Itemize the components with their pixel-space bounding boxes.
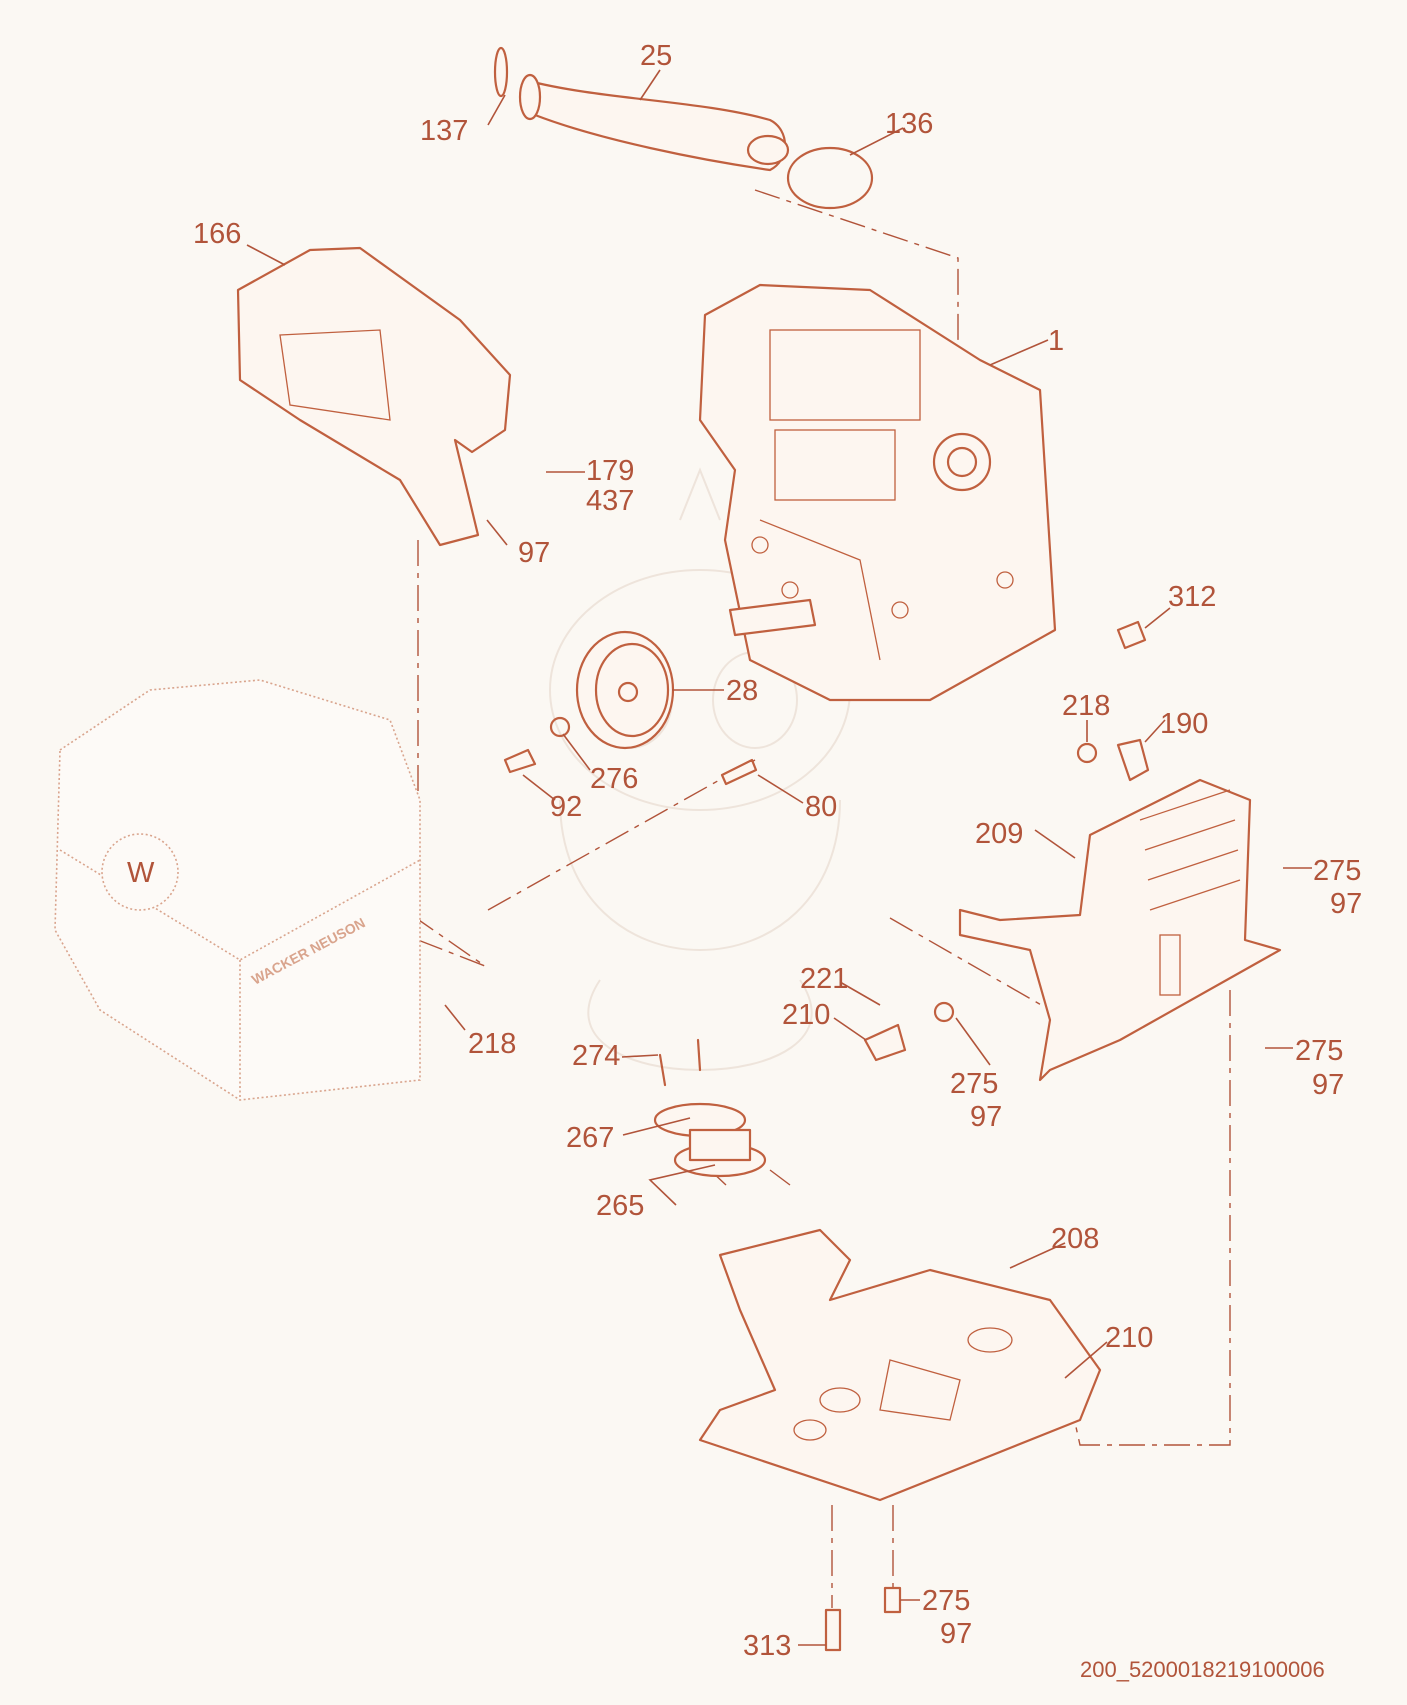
callout-210-bracket: 210 <box>782 999 830 1031</box>
callout-312: 312 <box>1168 581 1216 613</box>
belt-guard <box>958 778 1282 1082</box>
callout-97-guard-bottom: 97 <box>1312 1069 1344 1101</box>
callout-275-guard-top: 275 <box>1313 855 1361 887</box>
callout-136: 136 <box>885 108 933 140</box>
engine-assembly <box>698 283 1057 702</box>
callout-labels: 25 137 136 166 1 179 437 97 312 28 276 9… <box>193 40 1362 1662</box>
air-shroud <box>236 246 512 547</box>
callout-276: 276 <box>590 763 638 795</box>
base-plate <box>698 1228 1102 1502</box>
callout-313: 313 <box>743 1630 791 1662</box>
callout-1: 1 <box>1048 325 1064 357</box>
callout-97-guard-top: 97 <box>1330 888 1362 920</box>
callout-137: 137 <box>420 115 468 147</box>
drive-pulley <box>575 630 675 750</box>
callout-275-bracket: 275 <box>950 1068 998 1100</box>
cover-badge-letter: W <box>127 857 155 889</box>
callout-275-guard-bottom: 275 <box>1295 1035 1343 1067</box>
callout-97-plate: 97 <box>940 1618 972 1650</box>
washer-276 <box>549 716 571 738</box>
callout-166: 166 <box>193 218 241 250</box>
bolt-313 <box>824 1608 842 1652</box>
callout-179: 179 <box>586 455 634 487</box>
document-id: 200_5200018219100006 <box>1080 1657 1325 1682</box>
bolt-92 <box>503 748 537 774</box>
callout-275-plate: 275 <box>922 1585 970 1617</box>
nut-218-top <box>1076 742 1098 764</box>
callout-28: 28 <box>726 675 758 707</box>
callout-274: 274 <box>572 1040 620 1072</box>
callout-437: 437 <box>586 485 634 517</box>
callout-97-bracket: 97 <box>970 1101 1002 1133</box>
machine-cover-outline: W WACKER NEUSON <box>54 679 421 1101</box>
callout-210-plate: 210 <box>1105 1322 1153 1354</box>
callout-209: 209 <box>975 818 1023 850</box>
callout-218-cover: 218 <box>468 1028 516 1060</box>
callout-218-top: 218 <box>1062 690 1110 722</box>
callout-leaders <box>246 69 1312 1646</box>
nut-210 <box>933 1001 955 1023</box>
callout-190: 190 <box>1160 708 1208 740</box>
callout-80: 80 <box>805 791 837 823</box>
callout-25: 25 <box>640 40 672 72</box>
hose-clamp <box>786 146 874 210</box>
bracket-221 <box>863 1023 907 1062</box>
pin-80 <box>720 758 758 786</box>
bolt-275-bottom <box>883 1586 902 1614</box>
rubber-mounts <box>653 1038 767 1178</box>
bracket-190 <box>1116 738 1150 782</box>
callout-92: 92 <box>550 791 582 823</box>
callout-265: 265 <box>596 1190 644 1222</box>
assembly-axes <box>379 189 1231 1608</box>
callout-208: 208 <box>1051 1223 1099 1255</box>
callout-97-shroud: 97 <box>518 537 550 569</box>
callout-267: 267 <box>566 1122 614 1154</box>
stud-312 <box>1116 620 1147 650</box>
intake-hose <box>493 46 790 172</box>
callout-221: 221 <box>800 963 848 995</box>
